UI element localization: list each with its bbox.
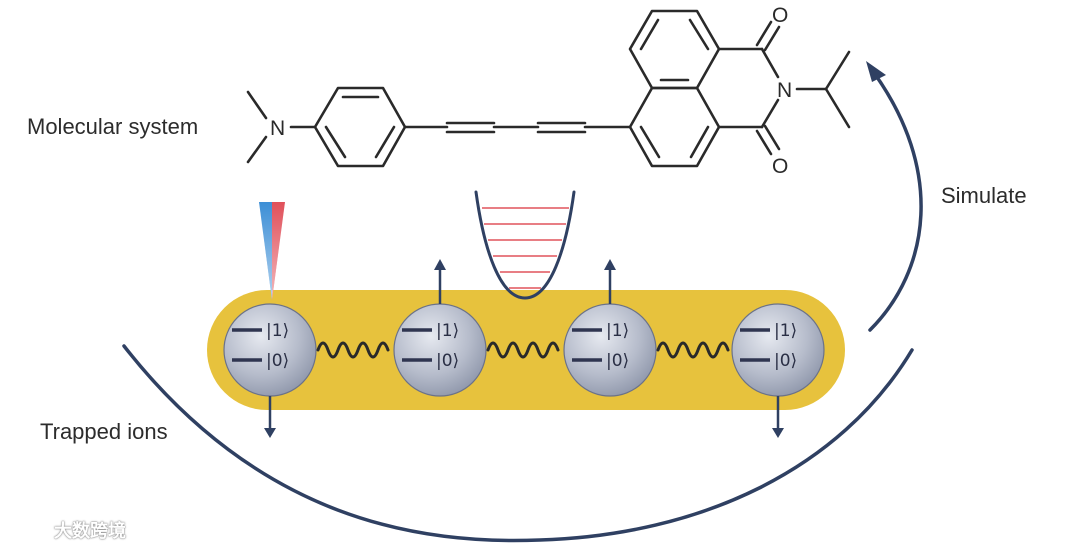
simulate-label: Simulate <box>941 183 1027 208</box>
well-curve <box>474 190 576 300</box>
ion-3: |1⟩ |0⟩ <box>563 259 657 397</box>
carbonyl-bottom-b <box>763 124 781 151</box>
naph-upper-double-1 <box>639 18 660 51</box>
ion-2-arrow-head <box>434 259 446 270</box>
ion-1-arrow-head <box>264 428 276 438</box>
oxygen-bottom-label: O <box>772 155 788 178</box>
ion-2: |1⟩ |0⟩ <box>393 259 487 397</box>
naphthalene-ring-lower <box>628 86 721 168</box>
ion-3-arrow-head <box>604 259 616 270</box>
ion-4-state-1: |1⟩ <box>774 321 797 341</box>
carbonyl-bottom-a <box>755 129 773 156</box>
methyl-bond-bottom <box>246 135 268 164</box>
ion-4-arrow-head <box>772 428 784 438</box>
watermark: 大数跨境 <box>8 517 126 543</box>
molecular-system-label: Molecular system <box>27 114 199 139</box>
trap-band <box>207 290 845 410</box>
simulate-arrow-head <box>866 61 886 82</box>
ion-4: |1⟩ |0⟩ <box>731 303 825 438</box>
ion-3-state-1: |1⟩ <box>606 321 629 341</box>
ion-3-state-0: |0⟩ <box>606 351 629 371</box>
imide-bond-bottom-n <box>760 98 780 129</box>
phenyl-ring <box>313 86 407 168</box>
carbonyl-top-b <box>763 25 781 52</box>
ion-4-sphere <box>731 303 825 397</box>
oxygen-top-label: O <box>772 4 788 27</box>
naphthalene-ring-upper <box>628 9 721 90</box>
spring-1-2 <box>316 341 390 359</box>
watermark-text: 大数跨境 <box>54 521 126 541</box>
imide-n-label: N <box>777 79 792 102</box>
laser-fade <box>259 202 285 300</box>
imide-bond-top-n <box>760 47 780 79</box>
molecule <box>246 9 851 168</box>
carbonyl-top-a <box>755 20 773 47</box>
phenyl-double-2 <box>374 125 396 159</box>
isopropyl-methyl-1 <box>824 50 851 91</box>
ion-1-sphere <box>223 303 317 397</box>
ion-4-state-0: |0⟩ <box>774 351 797 371</box>
simulate-arrow <box>868 68 923 332</box>
methyl-bond-top <box>246 90 268 120</box>
ion-2-state-1: |1⟩ <box>436 321 459 341</box>
ion-1: |1⟩ |0⟩ <box>223 303 317 438</box>
watermark-logo-icon <box>10 521 48 539</box>
ion-3-sphere <box>563 303 657 397</box>
ion-1-state-1: |1⟩ <box>266 321 289 341</box>
ion-1-state-0: |0⟩ <box>266 351 289 371</box>
naph-lower-double-1 <box>639 125 661 159</box>
amine-n-label: N <box>270 117 285 140</box>
naph-lower-double-2 <box>689 125 710 159</box>
naph-upper-double-2 <box>688 18 710 51</box>
trapped-ions-label: Trapped ions <box>40 419 168 444</box>
ion-2-sphere <box>393 303 487 397</box>
spring-2-3 <box>486 341 560 359</box>
phenyl-double-3 <box>324 125 347 159</box>
isopropyl-methyl-2 <box>824 87 851 129</box>
spring-3-4 <box>656 341 730 359</box>
trap-potential-curve <box>122 344 914 543</box>
phonon-potential-well <box>474 190 576 300</box>
laser-beam <box>259 202 285 300</box>
ion-2-state-0: |0⟩ <box>436 351 459 371</box>
